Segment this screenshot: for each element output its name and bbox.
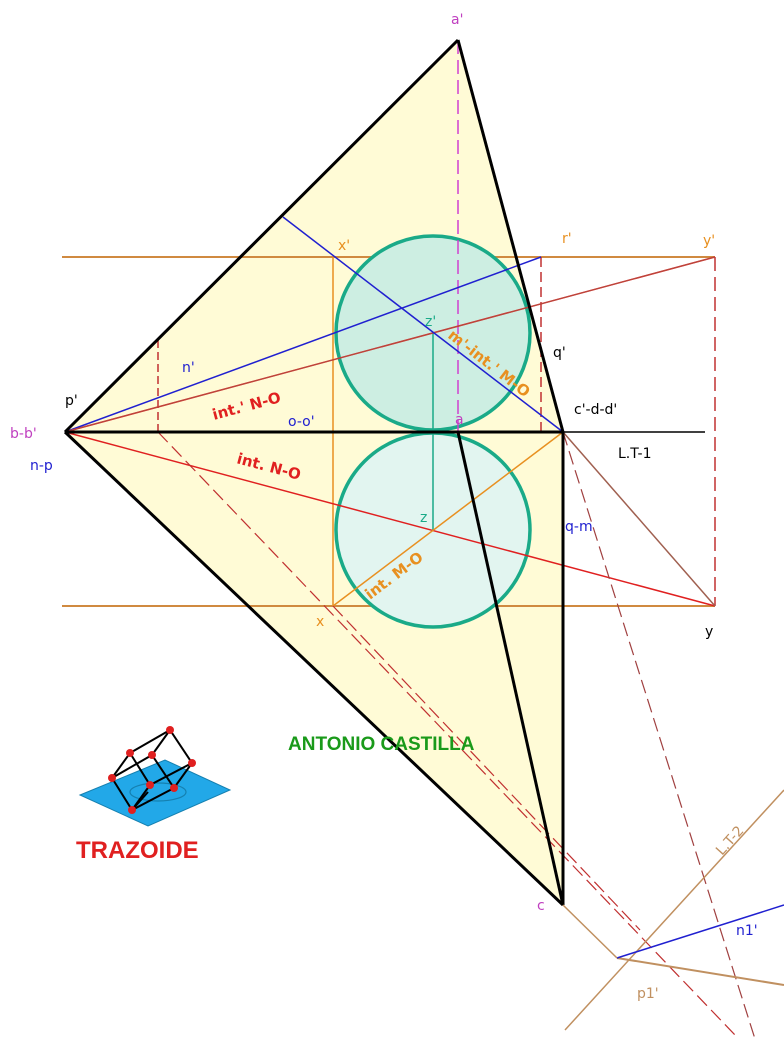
- author-credit: ANTONIO CASTILLA: [288, 734, 475, 755]
- label-o-prime: o-o': [288, 414, 315, 430]
- dashed-x-to-lt2: [332, 605, 641, 931]
- logo-text: TRAZOIDE: [76, 837, 199, 864]
- label-q-m: q-m: [565, 519, 593, 535]
- brown-line-front: [64, 256, 716, 433]
- label-z-prime: z': [425, 314, 436, 330]
- label-n-p: n-p: [30, 458, 53, 474]
- label-a: a: [455, 412, 464, 428]
- label-x: x: [316, 614, 324, 630]
- p1-prime-line: [616, 957, 784, 986]
- label-z: z: [420, 510, 427, 526]
- brown-diagonal: [562, 431, 716, 607]
- label-a-prime: a': [451, 12, 463, 28]
- dashed-c-prime-to-lt2: [562, 431, 756, 1039]
- int-m-o-line: [332, 431, 564, 607]
- label-n1-prime: n1': [736, 923, 758, 939]
- label-lt2: L.T-2: [713, 823, 747, 859]
- label-b-prime: b-b': [10, 426, 37, 442]
- label-x-prime: x': [338, 238, 350, 254]
- edge-a-c: [456, 39, 565, 433]
- label-r-prime: r': [562, 231, 572, 247]
- int-m-o-prime-line: [282, 216, 564, 433]
- edge-b-c-top: [63, 430, 565, 907]
- edge-b-a: [63, 38, 460, 434]
- c-to-p1-line: [562, 904, 618, 959]
- edge-a-c-top: [456, 431, 565, 906]
- label-c-prime: c'-d-d': [574, 402, 617, 418]
- logo-base-plate: [78, 759, 232, 827]
- label-n-prime: n': [182, 360, 195, 376]
- n1-prime-line: [616, 904, 784, 959]
- label-c: c: [537, 898, 545, 914]
- label-p1-prime: p1': [637, 986, 659, 1002]
- label-lt1: L.T-1: [618, 446, 651, 462]
- n-prime-line: [64, 256, 542, 433]
- trazoide-logo: TRAZOIDE: [76, 726, 232, 864]
- label-y-prime: y': [703, 233, 715, 249]
- label-q-prime: q': [553, 345, 566, 361]
- int-n-o-line: [64, 431, 716, 607]
- label-y: y: [705, 624, 713, 640]
- ground-line-2: [564, 789, 784, 1031]
- label-p-prime: p': [65, 393, 78, 409]
